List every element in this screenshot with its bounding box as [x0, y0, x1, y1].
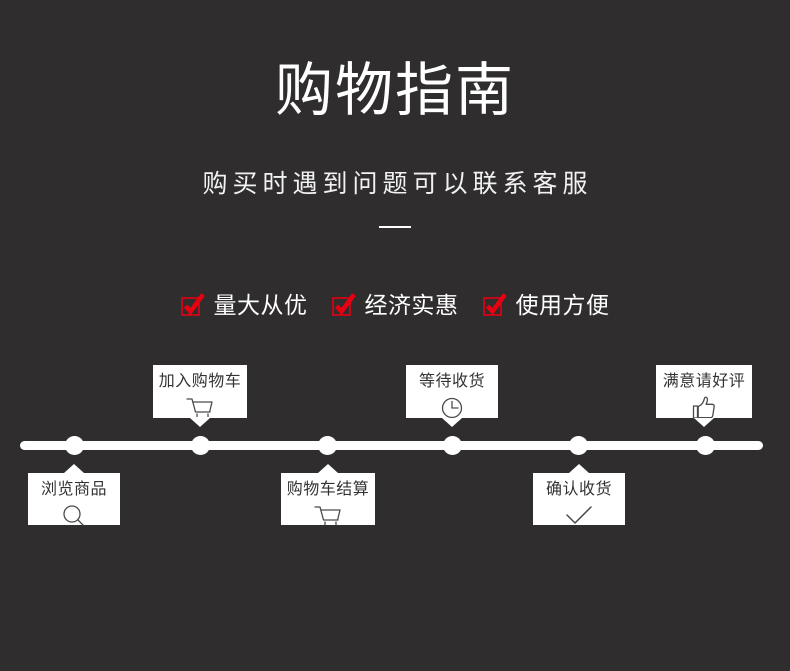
- magnifier-icon: [28, 502, 120, 530]
- timeline-step-label: 等待收货: [418, 373, 485, 390]
- timeline-node-2: [317, 436, 337, 455]
- timeline-step-leave-review[interactable]: 满意请好评: [656, 365, 752, 427]
- timeline-track: [20, 441, 763, 450]
- feature-label: 经济实惠: [364, 292, 459, 318]
- card-pointer: [190, 418, 210, 427]
- cart-icon: [281, 502, 375, 530]
- feature-label: 使用方便: [515, 292, 610, 318]
- timeline-step-add-to-cart[interactable]: 加入购物车: [153, 365, 247, 427]
- timeline-step-label: 购物车结算: [286, 481, 370, 498]
- page-title: 购物指南: [274, 58, 515, 123]
- timeline-node-0: [64, 436, 84, 455]
- title-divider: [379, 226, 411, 228]
- feature-item-2: 使用方便: [482, 292, 610, 318]
- timeline-node-4: [568, 436, 588, 455]
- card-pointer: [442, 418, 462, 427]
- feature-list: 量大从优 经济实惠 使用方便: [0, 292, 790, 318]
- timeline-step-cart-checkout[interactable]: 购物车结算: [281, 464, 375, 526]
- cart-icon: [153, 394, 247, 422]
- checkbox-checked-icon: [180, 292, 205, 318]
- clock-icon: [406, 394, 498, 422]
- page-subtitle: 购买时遇到问题可以联系客服: [202, 170, 593, 198]
- card-pointer: [569, 464, 589, 473]
- timeline-step-label: 浏览商品: [40, 481, 107, 498]
- timeline-step-waiting-delivery[interactable]: 等待收货: [406, 365, 498, 427]
- feature-item-0: 量大从优: [180, 292, 308, 318]
- card-pointer: [318, 464, 338, 473]
- feature-label: 量大从优: [213, 292, 308, 318]
- checkbox-checked-icon: [331, 292, 356, 318]
- timeline-step-label: 加入购物车: [158, 373, 242, 390]
- timeline-node-5: [695, 436, 715, 455]
- checkbox-checked-icon: [482, 292, 507, 318]
- timeline-node-3: [442, 436, 462, 455]
- card-pointer: [64, 464, 84, 473]
- timeline-step-label: 满意请好评: [662, 373, 746, 390]
- check-icon: [533, 502, 625, 530]
- card-pointer: [694, 418, 714, 427]
- timeline-node-1: [190, 436, 210, 455]
- timeline-step-browse-goods[interactable]: 浏览商品: [28, 464, 120, 526]
- timeline-step-label: 确认收货: [545, 481, 612, 498]
- timeline-step-confirm-receipt[interactable]: 确认收货: [533, 464, 625, 525]
- feature-item-1: 经济实惠: [331, 292, 459, 318]
